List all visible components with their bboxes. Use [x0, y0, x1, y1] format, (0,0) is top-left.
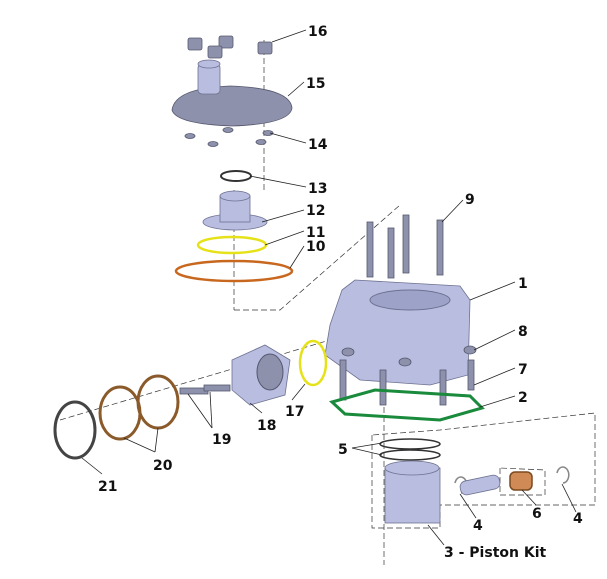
- head-insert: [202, 190, 268, 231]
- orange-o-ring: [174, 259, 294, 283]
- needle-bearing: [509, 471, 533, 491]
- piston-kit-label: 3 - Piston Kit: [444, 545, 546, 561]
- head-nuts: [187, 35, 273, 59]
- wrist-pin: [459, 474, 501, 496]
- bearing-box: [499, 467, 546, 496]
- piston-ring: [379, 449, 441, 461]
- callout-7: 7: [518, 362, 528, 378]
- callout-20: 20: [153, 458, 173, 474]
- callout-16: 16: [308, 24, 327, 40]
- callout-5: 5: [338, 442, 348, 458]
- callout-15: 15: [306, 76, 325, 92]
- cylinder-head: [171, 59, 293, 127]
- bronze-ring: [98, 385, 142, 441]
- callout-leaders: [81, 29, 577, 546]
- axis-line: [59, 339, 331, 421]
- piston: [384, 460, 441, 524]
- callout-4: 4: [473, 518, 483, 534]
- piston-ring: [379, 438, 441, 450]
- callout-18: 18: [257, 418, 276, 434]
- callout-2: 2: [518, 390, 528, 406]
- intake-bolts: [179, 384, 231, 395]
- callout-21: 21: [98, 479, 117, 495]
- axis-line: [234, 204, 401, 311]
- base-gasket: [329, 388, 485, 422]
- circlip: [556, 466, 570, 484]
- washers: [184, 127, 274, 147]
- callout-19: 19: [212, 432, 231, 448]
- callout-14: 14: [308, 137, 328, 153]
- intake-manifold: [231, 344, 291, 406]
- callout-1: 1: [518, 276, 528, 292]
- callout-6: 6: [532, 506, 542, 522]
- callout-4: 4: [573, 511, 583, 527]
- callout-12: 12: [306, 203, 325, 219]
- callout-9: 9: [465, 192, 475, 208]
- callout-13: 13: [308, 181, 327, 197]
- bronze-ring: [136, 374, 180, 430]
- intake-o-ring: [298, 339, 328, 387]
- cylinder: [324, 279, 477, 406]
- callout-8: 8: [518, 324, 528, 340]
- yellow-o-ring: [196, 235, 268, 255]
- studs: [366, 214, 444, 279]
- callout-17: 17: [285, 404, 304, 420]
- black-ring: [53, 400, 97, 460]
- callout-11: 11: [306, 225, 325, 241]
- piston-kit-box: [371, 412, 596, 529]
- o-ring: [220, 170, 252, 182]
- callout-10: 10: [306, 239, 326, 255]
